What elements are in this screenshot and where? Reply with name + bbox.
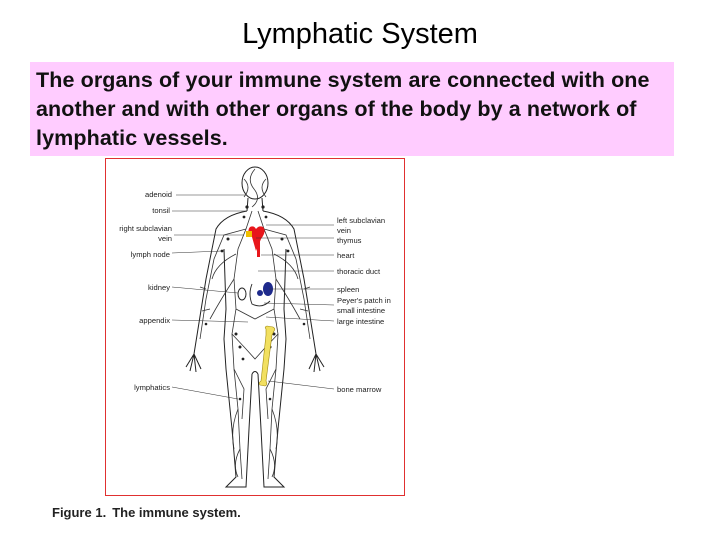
label-heart: heart (337, 251, 355, 260)
body-outline (185, 166, 325, 488)
heart-organ (248, 226, 265, 257)
label-right-subclavian-vein: vein (158, 234, 172, 243)
figure-caption: Figure 1. The immune system. (52, 505, 241, 520)
slide-title: Lymphatic System (242, 18, 478, 50)
label-peyers-patch: Peyer's patch in (337, 296, 391, 305)
label-tonsil: tonsil (152, 206, 170, 215)
caption-text: The immune system. (112, 505, 241, 520)
label-lymph-node: lymph node (131, 250, 170, 259)
lymphatic-vessels (199, 168, 311, 480)
label-left-subclavian-vein: vein (337, 226, 351, 235)
immune-system-figure: adenoid tonsil right subclavian vein lym… (105, 158, 405, 496)
label-right-subclavian: right subclavian (119, 224, 172, 233)
intro-text-box: The organs of your immune system are con… (30, 62, 674, 156)
leader-lines (171, 194, 335, 400)
label-spleen: spleen (337, 285, 359, 294)
label-thymus: thymus (337, 236, 362, 245)
label-appendix: appendix (139, 316, 170, 325)
spleen-organ (257, 282, 273, 296)
bone-marrow-organ (258, 325, 276, 387)
label-small-intestine: small intestine (337, 306, 385, 315)
label-lymphatics: lymphatics (134, 383, 170, 392)
body-diagram: adenoid tonsil right subclavian vein lym… (119, 166, 391, 488)
kidney-organ (237, 287, 247, 301)
labels-right: left subclavian vein thymus heart thorac… (337, 216, 391, 394)
label-bone-marrow: bone marrow (337, 385, 382, 394)
label-left-subclavian: left subclavian (337, 216, 385, 225)
label-adenoid: adenoid (145, 190, 172, 199)
caption-number: Figure 1. (52, 505, 107, 520)
intro-text: The organs of your immune system are con… (36, 68, 650, 150)
intestine-shape (249, 283, 271, 307)
thymus-organ (246, 231, 252, 237)
labels-left: adenoid tonsil right subclavian vein lym… (119, 190, 172, 392)
label-kidney: kidney (148, 283, 170, 292)
label-large-intestine: large intestine (337, 317, 384, 326)
label-thoracic-duct: thoracic duct (337, 267, 381, 276)
